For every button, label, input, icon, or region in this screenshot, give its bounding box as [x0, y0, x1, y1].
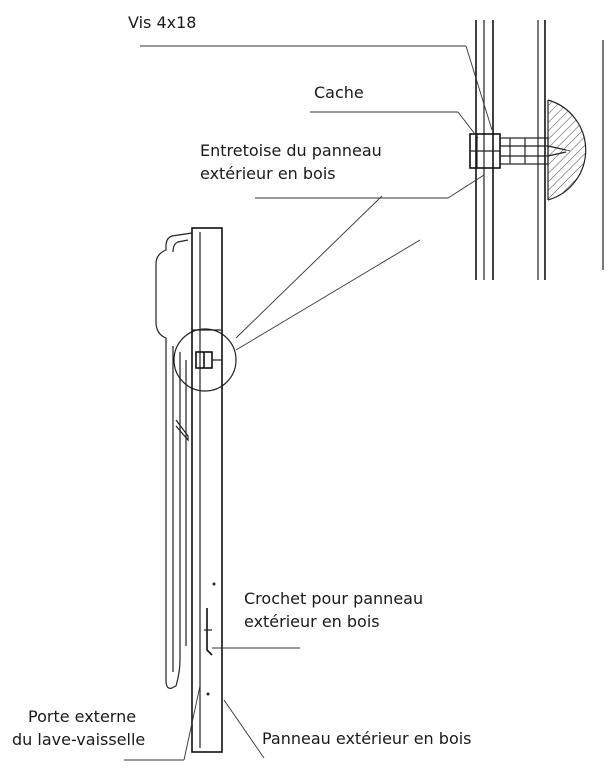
- detail-leaders: [140, 45, 493, 199]
- label-hook-line1: Crochet pour panneau: [244, 589, 424, 608]
- detail-view: [469, 20, 604, 280]
- hook: [206, 608, 213, 656]
- side-view: [155, 227, 223, 753]
- label-door-line1: Porte externe: [28, 707, 137, 726]
- label-cover: Cache: [314, 83, 364, 102]
- screw-assembly: [469, 133, 571, 169]
- label-screw: Vis 4x18: [128, 13, 197, 32]
- label-spacer-line1: Entretoise du panneau: [200, 141, 382, 160]
- zoom-lines: [173, 195, 421, 392]
- label-door-line2: du lave-vaisselle: [12, 730, 146, 749]
- lower-leaders: [124, 647, 300, 761]
- label-panel: Panneau extérieur en bois: [262, 729, 472, 748]
- label-hook-line2: extérieur en bois: [244, 612, 380, 631]
- wood-panel: [191, 227, 223, 753]
- label-spacer-line2: extérieur en bois: [200, 164, 336, 183]
- zoom-circle: [173, 328, 237, 392]
- hatched-knob: [547, 99, 587, 201]
